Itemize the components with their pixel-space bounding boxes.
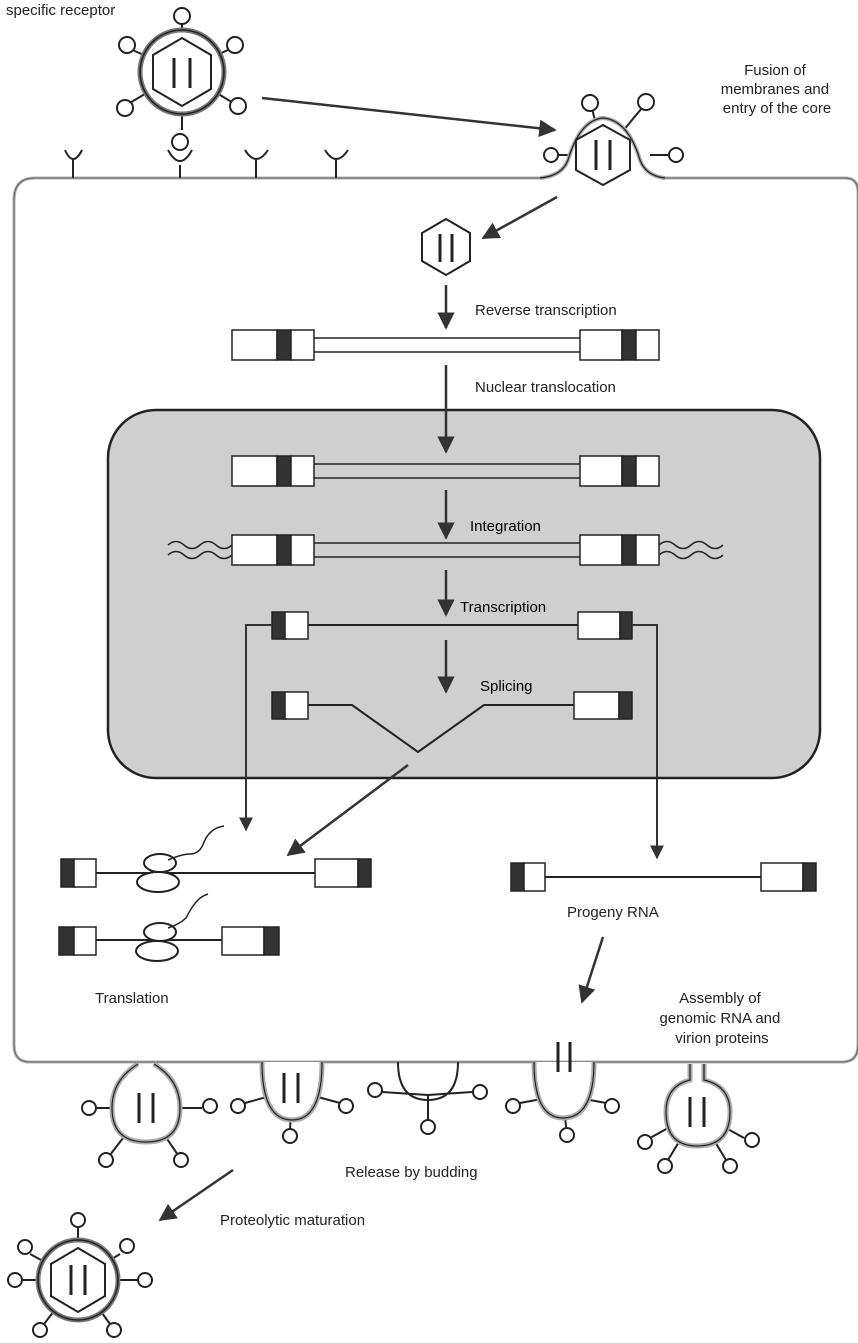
receptor-icon bbox=[325, 150, 348, 178]
budding-virion-2 bbox=[231, 1062, 353, 1143]
label-assembly: Assembly of genomic RNA and virion prote… bbox=[659, 990, 784, 1047]
label-fusion: Fusion of membranes and entry of the cor… bbox=[721, 62, 834, 117]
viral-core-icon bbox=[422, 219, 470, 275]
label-reverse-transcription: Reverse transcription bbox=[475, 302, 617, 319]
virion-binding-receptor bbox=[117, 8, 246, 130]
budding-virion-3 bbox=[368, 1062, 487, 1134]
label-release-by-budding: Release by budding bbox=[345, 1164, 478, 1181]
arrow-to-core bbox=[483, 197, 557, 238]
label-progeny-rna: Progeny RNA bbox=[567, 904, 659, 921]
label-translation: Translation bbox=[95, 990, 169, 1007]
label-integration: Integration bbox=[470, 518, 541, 535]
budding-virion-5 bbox=[638, 1064, 759, 1173]
translation-mrna-1 bbox=[61, 826, 371, 892]
receptor-icon bbox=[65, 150, 82, 178]
budding-virion-1 bbox=[82, 1064, 217, 1167]
ribosome-icon bbox=[144, 923, 176, 941]
label-nuclear-translocation: Nuclear translocation bbox=[475, 379, 616, 396]
progeny-rna bbox=[511, 863, 816, 891]
virion-fusing bbox=[540, 94, 683, 185]
arrow-to-fusion bbox=[262, 98, 555, 130]
receptor-icon bbox=[168, 134, 192, 178]
label-splicing: Splicing bbox=[480, 678, 533, 695]
viral-dna-cytoplasm bbox=[232, 330, 659, 360]
receptor-icon bbox=[245, 150, 268, 178]
label-transcription: Transcription bbox=[460, 599, 546, 616]
budding-virion-4 bbox=[506, 1042, 619, 1142]
mature-virion bbox=[8, 1213, 152, 1337]
arrow-to-assembly bbox=[582, 937, 603, 1002]
membrane-receptors bbox=[65, 134, 348, 178]
translation-mrna-2 bbox=[59, 894, 279, 961]
ribosome-icon bbox=[144, 854, 176, 872]
label-specific-receptor: specific receptor bbox=[6, 2, 115, 19]
nucleus bbox=[108, 410, 820, 778]
label-proteolytic-maturation: Proteolytic maturation bbox=[220, 1212, 365, 1229]
